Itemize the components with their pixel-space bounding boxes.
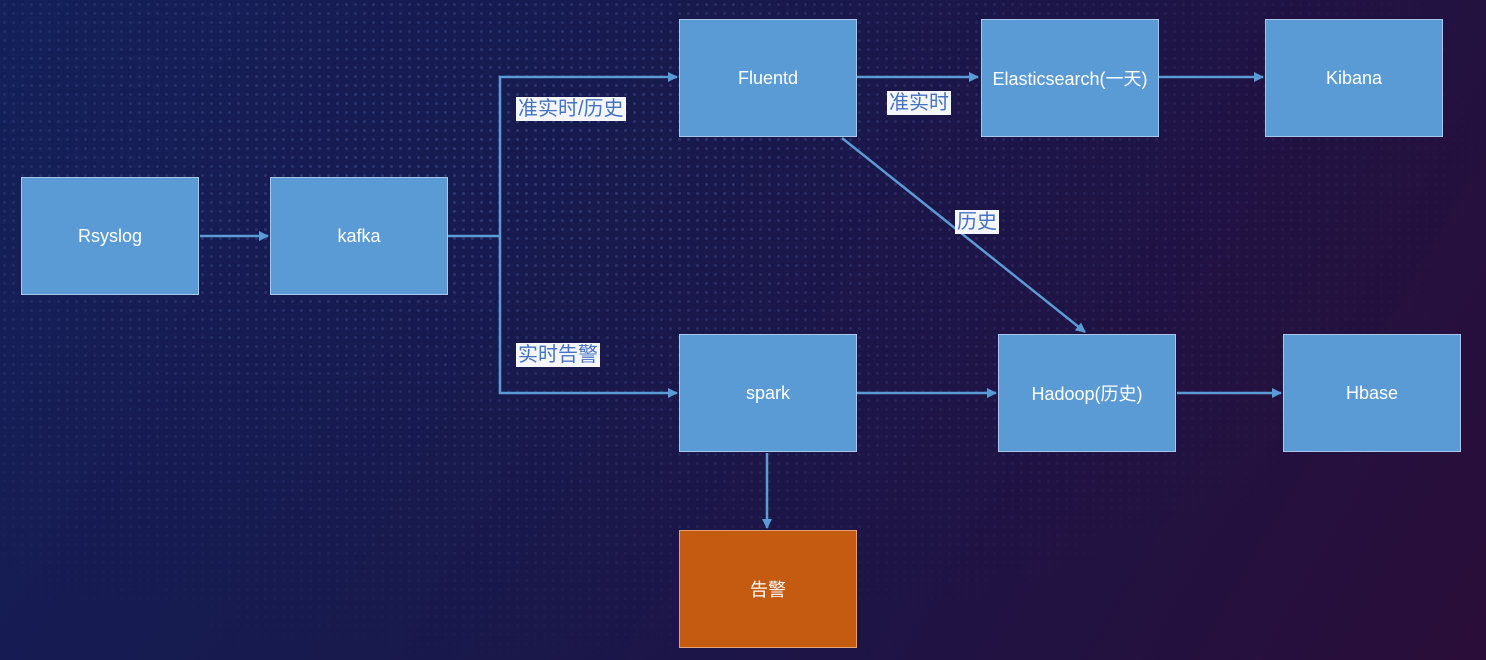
arrow-kafka-fluentd [448, 72, 678, 238]
label-kafka-spark: 实时告警 [516, 343, 600, 367]
node-elasticsearch: Elasticsearch(一天) [981, 19, 1159, 137]
arrow-kafka-spark [498, 236, 678, 398]
label-kafka-fluentd: 准实时/历史 [516, 97, 626, 121]
arrow-fluentd-hadoop [841, 137, 1086, 333]
label-fluentd-elasticsearch: 准实时 [887, 91, 951, 115]
node-alert: 告警 [679, 530, 857, 648]
node-kafka: kafka [270, 177, 448, 295]
node-spark: spark [679, 334, 857, 452]
node-fluentd: Fluentd [679, 19, 857, 137]
node-rsyslog: Rsyslog [21, 177, 199, 295]
node-hbase: Hbase [1283, 334, 1461, 452]
node-hadoop: Hadoop(历史) [998, 334, 1176, 452]
node-kibana: Kibana [1265, 19, 1443, 137]
label-fluentd-hadoop: 历史 [955, 210, 999, 234]
